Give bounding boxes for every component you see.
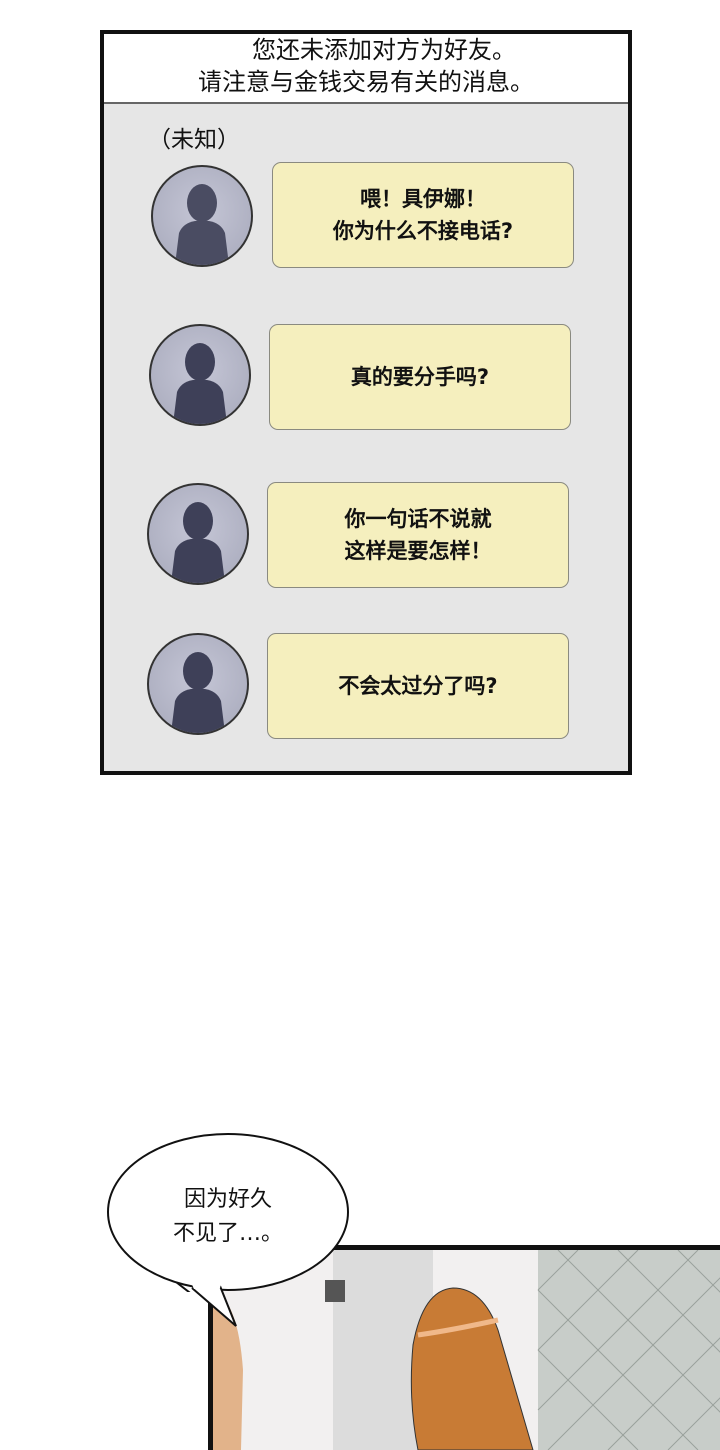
message-bubble: 真的要分手吗?	[269, 324, 571, 430]
message-line: 你为什么不接电话?	[332, 219, 514, 243]
chat-screen-panel: 您还未添加对方为好友。 请注意与金钱交易有关的消息。 （未知） 喂！具伊娜！ 你…	[100, 30, 632, 775]
wall-switch	[325, 1280, 345, 1302]
notice-line: 您还未添加对方为好友。	[252, 36, 516, 64]
speech-line: 因为好久	[183, 1187, 272, 1212]
message-line: 喂！具伊娜！	[360, 187, 486, 211]
message-bubble: 喂！具伊娜！ 你为什么不接电话?	[272, 162, 574, 268]
avatar	[147, 483, 249, 585]
speech-bubble-tail	[190, 1280, 237, 1327]
user-silhouette-icon	[171, 652, 225, 733]
avatar	[147, 633, 249, 735]
avatar	[151, 165, 253, 267]
message-bubble: 不会太过分了吗?	[267, 633, 569, 739]
user-silhouette-icon	[171, 502, 225, 583]
sender-name: （未知）	[148, 127, 240, 153]
message-line: 不会太过分了吗?	[338, 674, 498, 698]
user-silhouette-icon	[175, 184, 229, 265]
user-silhouette-icon	[173, 343, 227, 424]
message-line: 你一句话不说就	[344, 507, 492, 531]
scene-illustration	[213, 1250, 720, 1450]
character-hair	[410, 1287, 534, 1450]
message-line: 这样是要怎样！	[344, 539, 492, 563]
speech-text: 因为好久 不见了…。	[130, 1183, 326, 1251]
message-bubble: 你一句话不说就 这样是要怎样！	[267, 482, 569, 588]
stranger-warning-banner: 您还未添加对方为好友。 请注意与金钱交易有关的消息。	[104, 34, 628, 104]
avatar	[149, 324, 251, 426]
scene-panel	[208, 1245, 720, 1450]
message-line: 真的要分手吗?	[350, 365, 490, 389]
notice-line: 请注意与金钱交易有关的消息。	[198, 68, 534, 96]
speech-line: 不见了…。	[172, 1221, 283, 1246]
